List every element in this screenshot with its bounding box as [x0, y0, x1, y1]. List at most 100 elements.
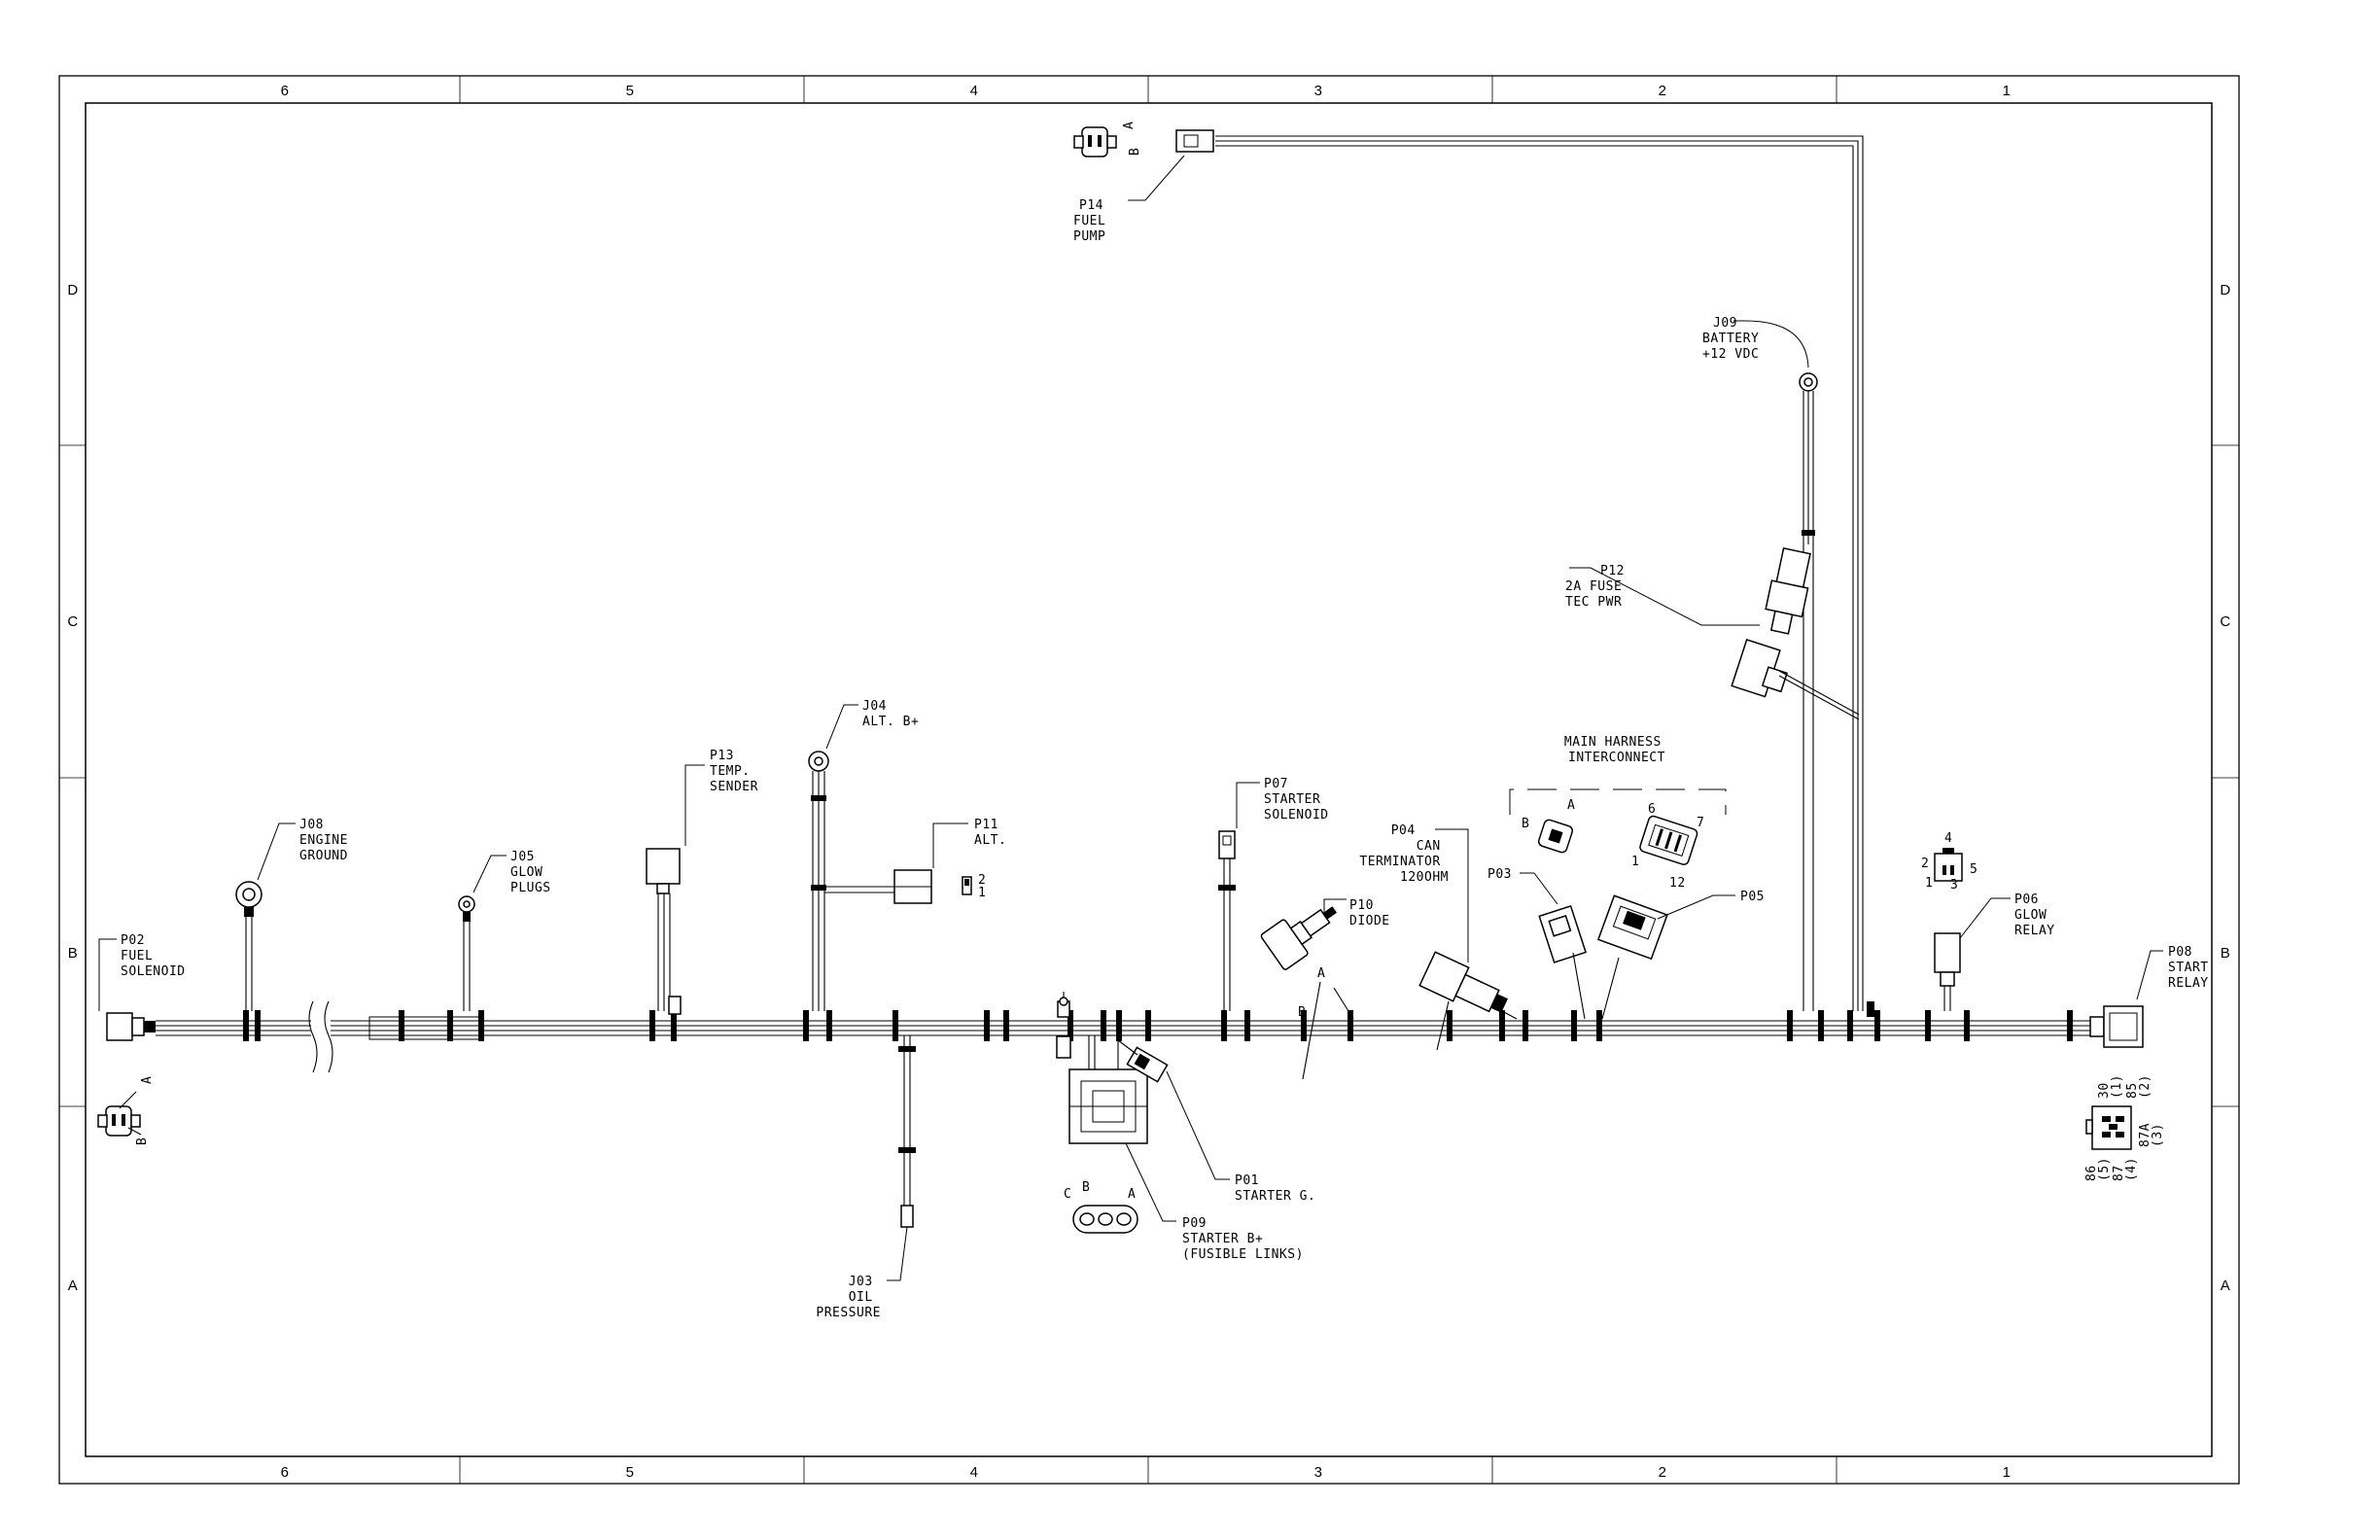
oil-pressure-branch: J03 OIL PRESSURE — [816, 1035, 916, 1320]
fuel-solenoid-branch: P02 FUEL SOLENOID A B — [97, 933, 186, 1145]
col-zone-bottom-1: 1 — [2003, 1464, 2012, 1481]
main-harness-label: MAIN HARNESS INTERCONNECT — [1564, 735, 1669, 765]
p08-pin-87a-num: (3) — [2151, 1123, 2165, 1147]
p10-pin-b: B — [1298, 1005, 1306, 1020]
fuel-pump-branch: A B P14 FUEL PUMP — [1073, 122, 1874, 1017]
row-zone-right-b: B — [2221, 945, 2231, 962]
start-relay-branch: P08 START RELAY 30 (1) 85 (2) 87A (3) 87… — [2084, 945, 2217, 1181]
p10-label: P10 DIODE — [1349, 898, 1390, 928]
p07-label: P07 STARTER SOLENOID — [1264, 777, 1329, 822]
row-zone-right-c: C — [2220, 613, 2230, 630]
main-harness-interconnect: MAIN HARNESS INTERCONNECT B A 6 7 1 12 — [1509, 735, 1727, 891]
p12-fuse-holder — [1765, 547, 1811, 635]
p12-label: P12 2A FUSE TEC PWR — [1565, 564, 1632, 610]
p06-label: P06 GLOW RELAY — [2014, 892, 2055, 938]
row-zone-left-a: A — [68, 1278, 79, 1294]
p08-pin-87: 87 — [2112, 1165, 2126, 1181]
p09-pin-a: A — [1128, 1187, 1136, 1202]
p05-face-pin-1: 1 — [1631, 855, 1639, 869]
row-zone-right-a: A — [2221, 1278, 2231, 1294]
p05-face-pin-6: 6 — [1648, 802, 1656, 817]
p08-mating-face — [2085, 1105, 2132, 1150]
diode-branch: A B P10 DIODE — [1260, 898, 1390, 1080]
p01-label: P01 STARTER G. — [1235, 1173, 1315, 1204]
p02-pin-a: A — [140, 1076, 155, 1084]
starter-branch: P01 STARTER G. P09 STARTER B+ (FUSIBLE L… — [1056, 992, 1315, 1262]
j03-label: J03 OIL PRESSURE — [816, 1275, 881, 1320]
p02-mating-face — [97, 1105, 141, 1137]
p08-pin-87a: 87A — [2138, 1123, 2152, 1147]
drawing-frame: 6 5 4 3 2 1 6 5 4 3 2 1 D C B A D C B A — [58, 75, 2240, 1485]
p14-label: P14 FUEL PUMP — [1073, 198, 1114, 244]
p09-pin-c: C — [1064, 1187, 1071, 1202]
j09-label: J09 BATTERY +12 VDC — [1702, 316, 1768, 362]
p05-face-pin-7: 7 — [1697, 816, 1704, 830]
row-zone-right-d: D — [2220, 282, 2230, 298]
p11-pin-1: 1 — [978, 886, 986, 900]
col-zone-top-1: 1 — [2003, 83, 2012, 99]
p11-label: P11 ALT. — [974, 818, 1006, 848]
col-zone-bottom-5: 5 — [626, 1464, 635, 1481]
p12-tec-pwr-connector — [1731, 638, 1788, 698]
p10-pin-a: A — [1317, 966, 1325, 981]
row-zone-left-b: B — [68, 945, 79, 962]
col-zone-bottom-3: 3 — [1314, 1464, 1323, 1481]
row-zone-left-d: D — [67, 282, 78, 298]
p06-mating-face — [1934, 848, 1963, 882]
p04-label: P04 CAN TERMINATOR 120OHM — [1359, 823, 1449, 885]
glow-plugs-branch: J05 GLOW PLUGS — [458, 850, 551, 1011]
alternator-branch: 2 1 J04 ALT. B+ P11 ALT. — [808, 699, 1006, 1011]
col-zone-top-6: 6 — [281, 83, 290, 99]
p06-pin-3: 3 — [1950, 878, 1958, 892]
p08-pin-86-num: (5) — [2097, 1157, 2112, 1181]
p09-pin-b: B — [1082, 1180, 1090, 1195]
engine-ground-branch: J08 ENGINE GROUND — [235, 818, 356, 1011]
p11-pin-2: 2 — [978, 873, 986, 888]
p08-label: P08 START RELAY — [2168, 945, 2217, 991]
p05-label: P05 — [1740, 890, 1765, 904]
p08-pin-85-num: (2) — [2138, 1074, 2152, 1099]
p06-pin-2: 2 — [1921, 857, 1929, 871]
p03-face-pin-a: A — [1567, 798, 1575, 813]
p02-pin-b: B — [135, 1138, 150, 1145]
p03-p05-connectors: P03 P05 — [1488, 867, 1765, 1020]
col-zone-top-3: 3 — [1314, 83, 1323, 99]
main-trunk — [156, 1000, 2090, 1073]
j05-label: J05 GLOW PLUGS — [510, 850, 551, 895]
p14-mating-face — [1073, 126, 1117, 158]
p06-pin-1: 1 — [1925, 876, 1933, 891]
can-terminator-branch: P04 CAN TERMINATOR 120OHM — [1359, 823, 1518, 1051]
p09-label: P09 STARTER B+ (FUSIBLE LINKS) — [1182, 1216, 1304, 1262]
temp-sender-branch: P13 TEMP. SENDER — [646, 749, 758, 1015]
battery-branch: J09 BATTERY +12 VDC P12 2A FUSE TEC PWR — [1565, 316, 1860, 1011]
col-zone-top-2: 2 — [1659, 83, 1667, 99]
j04-label: J04 ALT. B+ — [862, 699, 919, 729]
p09-mating-face — [1072, 1205, 1138, 1234]
p13-label: P13 TEMP. SENDER — [710, 749, 758, 794]
p06-pin-4: 4 — [1944, 831, 1952, 846]
p03-label: P03 — [1488, 867, 1512, 882]
p05-face-pin-12: 12 — [1669, 876, 1686, 891]
p14-pin-a: A — [1122, 122, 1137, 129]
p08-pin-30-num: (1) — [2110, 1074, 2124, 1099]
p06-pin-5: 5 — [1970, 862, 1978, 877]
starter-solenoid-branch: P07 STARTER SOLENOID — [1218, 777, 1329, 1011]
col-zone-top-4: 4 — [970, 83, 979, 99]
j08-label: J08 ENGINE GROUND — [299, 818, 356, 863]
p14-pin-b: B — [1128, 148, 1142, 156]
p08-pin-86: 86 — [2084, 1165, 2099, 1181]
col-zone-bottom-6: 6 — [281, 1464, 290, 1481]
p09-fusible-link-block — [1068, 1068, 1148, 1144]
col-zone-bottom-2: 2 — [1659, 1464, 1667, 1481]
p08-pin-85: 85 — [2125, 1082, 2140, 1099]
cable-ties — [243, 1010, 2073, 1041]
p08-pin-30: 30 — [2097, 1082, 2112, 1099]
col-zone-bottom-4: 4 — [970, 1464, 979, 1481]
col-zone-top-5: 5 — [626, 83, 635, 99]
p03-face-pin-b: B — [1522, 817, 1529, 831]
p08-pin-87-num: (4) — [2124, 1157, 2139, 1181]
glow-relay-branch: P06 GLOW RELAY 4 2 1 3 5 — [1921, 831, 2055, 1011]
p02-label: P02 FUEL SOLENOID — [121, 933, 186, 979]
row-zone-left-c: C — [67, 613, 78, 630]
